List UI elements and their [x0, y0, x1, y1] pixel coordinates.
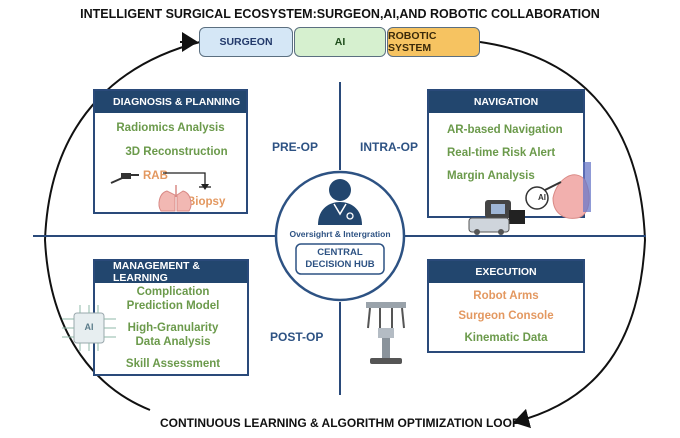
- loop-footer-label: CONTINUOUS LEARNING & ALGORITHM OPTIMIZA…: [160, 416, 520, 430]
- management-item-prediction-model: Prediction Model: [126, 300, 220, 312]
- phase-post-op: POST-OP: [270, 330, 324, 344]
- loop-arc-top-right: [479, 41, 646, 241]
- navigation-item-ar: AR-based Navigation: [447, 124, 563, 136]
- diagnosis-planning-title: DIAGNOSIS & PLANNING: [95, 91, 246, 113]
- loop-arc-bottom-right: [513, 239, 646, 429]
- management-item-high-granularity: High-Granularity: [127, 322, 219, 334]
- tab-ai: AI: [294, 27, 386, 57]
- ai-chip-icon: [62, 305, 116, 351]
- tab-robotic-system: ROBOTIC SYSTEM: [387, 27, 480, 57]
- management-learning-box: MANAGEMENT & LEARNING Complication Predi…: [93, 259, 249, 376]
- diagnosis-illustrations: [110, 172, 211, 212]
- phase-pre-op: PRE-OP: [272, 140, 319, 154]
- diagram-title: INTELLIGENT SURGICAL ECOSYSTEM:SURGEON,A…: [80, 7, 600, 21]
- phase-intra-op: INTRA-OP: [360, 140, 418, 154]
- navigation-item-margin: Margin Analysis: [447, 170, 535, 182]
- diagnosis-item-biopsy: Biopsy: [187, 196, 226, 208]
- diagnosis-item-rab: RAB: [143, 170, 168, 182]
- navigation-illustrations: [468, 162, 591, 235]
- management-item-data-analysis: Data Analysis: [135, 336, 211, 348]
- execution-item-kinematic-data: Kinematic Data: [464, 332, 548, 344]
- lungs-icon: [158, 185, 192, 212]
- diagnosis-item-radiomics: Radiomics Analysis: [116, 122, 225, 134]
- central-hub-box: [295, 243, 385, 275]
- hub-oversight-label: Oversighrt & Intergration: [289, 229, 391, 239]
- management-item-skill-assessment: Skill Assessment: [125, 358, 221, 370]
- ai-magnifier-icon: [525, 181, 562, 210]
- ai-chip-label: AI: [84, 322, 94, 332]
- hub-decision-label: DECISION HUB: [305, 259, 375, 270]
- navigation-ai-badge: AI: [538, 193, 546, 202]
- execution-box: EXECUTION Robot Arms Surgeon Console Kin…: [427, 259, 585, 353]
- ar-workstation-icon: [468, 200, 525, 235]
- surgeon-icon: [318, 179, 362, 225]
- navigation-title: NAVIGATION: [429, 91, 583, 113]
- management-item-complication: Complication: [136, 286, 210, 298]
- rab-biopsy-connector: [163, 172, 206, 187]
- navigation-item-risk-alert: Real-time Risk Alert: [447, 147, 556, 159]
- execution-title: EXECUTION: [429, 261, 583, 283]
- hub-central-label: CENTRAL: [317, 247, 363, 258]
- loop-arc-bottom-left: [44, 239, 151, 411]
- surgical-robot-icon: [366, 302, 406, 364]
- diagnosis-item-3d-reconstruction: 3D Reconstruction: [125, 146, 228, 158]
- execution-item-surgeon-console: Surgeon Console: [458, 310, 554, 322]
- tab-surgeon: SURGEON: [199, 27, 293, 57]
- execution-item-robot-arms: Robot Arms: [473, 290, 539, 302]
- bronchoscope-icon: [110, 173, 139, 184]
- diagnosis-planning-box: DIAGNOSIS & PLANNING Radiomics Analysis …: [93, 89, 248, 214]
- spine-icon: [583, 162, 591, 212]
- management-learning-title: MANAGEMENT & LEARNING: [95, 260, 247, 284]
